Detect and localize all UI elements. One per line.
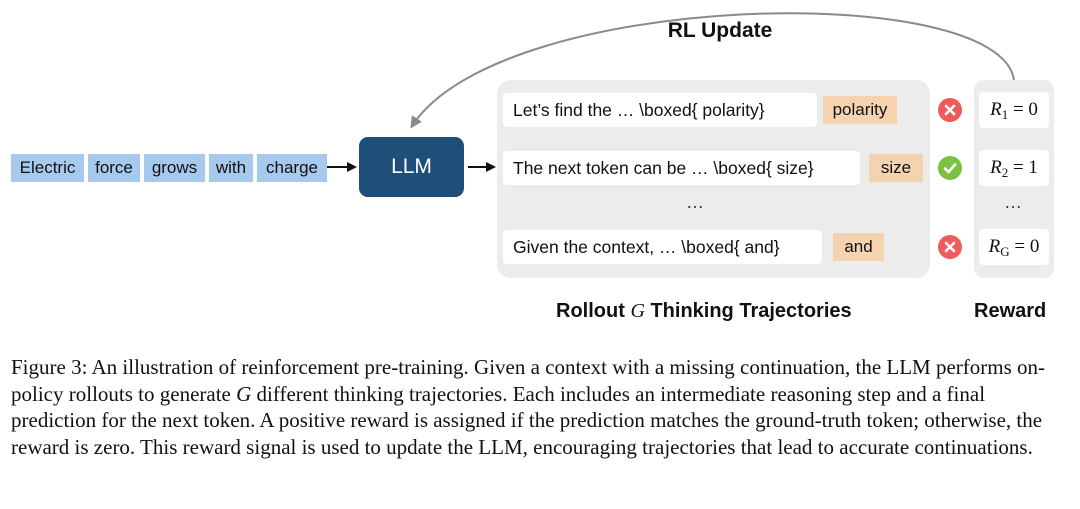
prediction-token: polarity <box>823 96 897 124</box>
figure: RL Update Electric force grows with char… <box>11 12 1054 323</box>
reward-label: Reward <box>974 300 1047 322</box>
rollout-label-prefix: Rollout <box>556 300 625 322</box>
ellipsis: … <box>686 192 706 212</box>
figure-caption: Figure 3: An illustration of reinforceme… <box>11 354 1071 460</box>
ellipsis: … <box>1004 192 1024 212</box>
diagram-arrows <box>327 12 1015 172</box>
wrong-icon <box>938 98 962 122</box>
reward-subscript: 2 <box>1001 165 1009 180</box>
prediction-token: and <box>833 233 884 261</box>
rl-update-label: RL Update <box>667 19 773 42</box>
reward-number: = 0 <box>1012 99 1038 120</box>
caption-text: different thinking trajectories. Each in… <box>11 381 1043 459</box>
reward-number: = 1 <box>1012 157 1038 178</box>
context-token: with <box>209 154 253 182</box>
reward-symbol: R <box>990 99 1002 120</box>
trajectory-text: Given the context, … \boxed{ and} <box>503 230 822 264</box>
reward-subscript: 1 <box>1001 107 1009 122</box>
context-token: force <box>88 154 140 182</box>
trajectory-text: Let’s find the … \boxed{ polarity} <box>503 93 817 127</box>
context-token: charge <box>257 154 327 182</box>
context-token: Electric <box>11 154 84 182</box>
caption-variable: G <box>236 381 252 406</box>
reward-subscript: G <box>1000 244 1010 259</box>
reward-number: = 0 <box>1014 236 1040 257</box>
prediction-token: size <box>869 154 923 182</box>
llm-box: LLM <box>359 137 464 197</box>
rl-update-arrow <box>410 12 1015 129</box>
reward-value: RG = 0 <box>979 229 1049 265</box>
reward-value: R1 = 0 <box>979 92 1049 128</box>
rollout-label-var: G <box>630 300 645 322</box>
rollout-label-suffix: Thinking Trajectories <box>650 300 852 322</box>
reward-value: R2 = 1 <box>979 150 1049 186</box>
rollout-label: Rollout G Thinking Trajectories <box>556 300 852 323</box>
caption-text: Figure 3: An illustration of reinforceme… <box>11 355 1046 406</box>
correct-icon <box>938 156 962 180</box>
reward-symbol: R <box>988 236 1001 257</box>
context-token: grows <box>144 154 205 182</box>
reward-symbol: R <box>990 157 1002 178</box>
wrong-icon <box>938 235 962 259</box>
trajectory-text: The next token can be … \boxed{ size} <box>503 151 860 185</box>
